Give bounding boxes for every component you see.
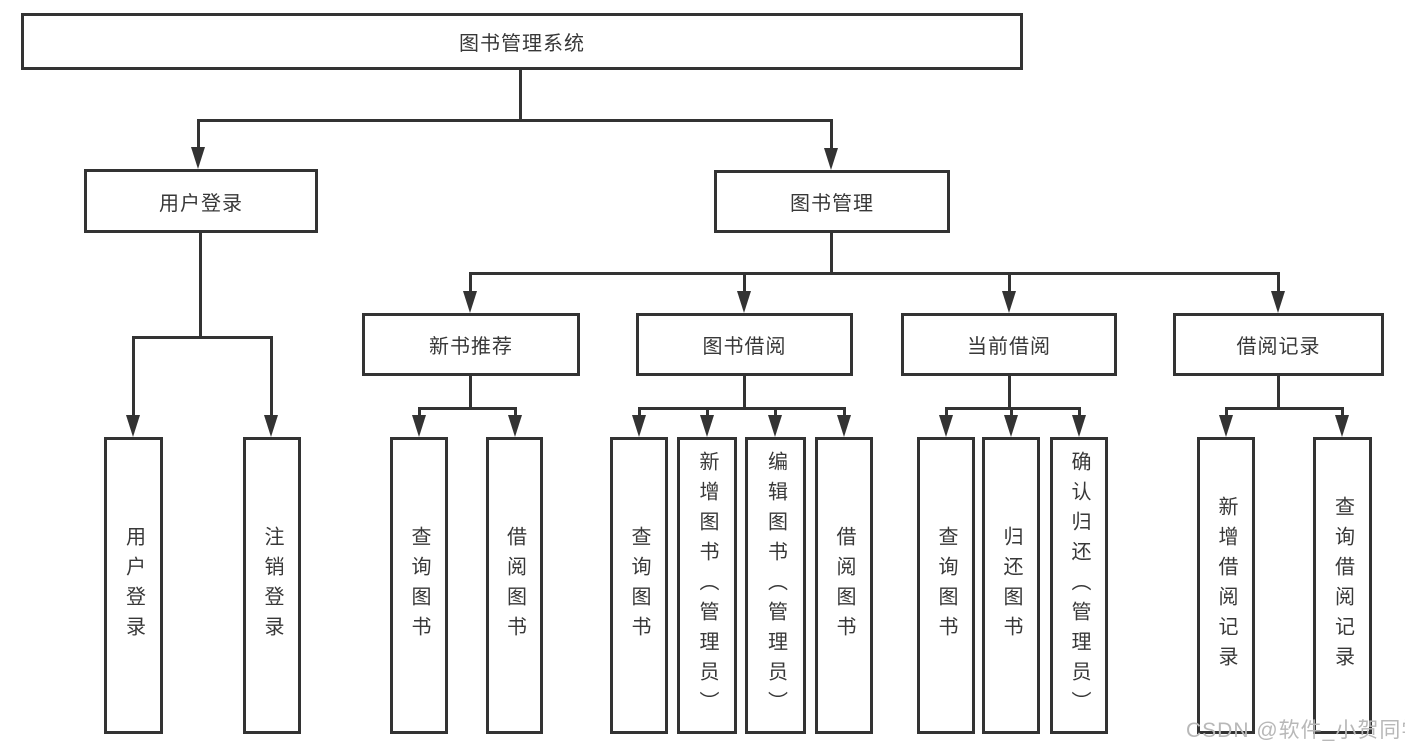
leaf-user-login: 用户登录 xyxy=(104,437,163,734)
connector-line xyxy=(514,407,517,417)
connector-line xyxy=(638,407,641,417)
connector-line xyxy=(197,119,833,122)
leaf-borrow-edit-books-admin: 编辑图书（管理员） xyxy=(745,437,806,734)
leaf-records-query-record: 查询借阅记录 xyxy=(1313,437,1372,734)
connector-arrowhead xyxy=(632,415,646,437)
leaf-newbook-query-books: 查询图书 xyxy=(390,437,448,734)
connector-arrowhead xyxy=(508,415,522,437)
node-new-book-recommend: 新书推荐 xyxy=(362,313,580,376)
connector-arrowhead xyxy=(700,415,714,437)
connector-line xyxy=(1225,407,1343,410)
leaf-borrow-add-books-admin: 新增图书（管理员） xyxy=(677,437,737,734)
connector-line xyxy=(774,407,777,417)
leaf-current-query-books: 查询图书 xyxy=(917,437,975,734)
connector-arrowhead xyxy=(1004,415,1018,437)
connector-line xyxy=(270,336,273,418)
connector-line xyxy=(132,336,135,418)
connector-arrowhead xyxy=(1072,415,1086,437)
connector-line xyxy=(418,407,421,417)
connector-arrowhead xyxy=(737,291,751,313)
connector-arrowhead xyxy=(1002,291,1016,313)
leaf-borrow-query-books: 查询图书 xyxy=(610,437,668,734)
connector-arrowhead xyxy=(412,415,426,437)
connector-line xyxy=(469,376,472,409)
node-current-borrowing: 当前借阅 xyxy=(901,313,1117,376)
node-book-borrowing: 图书借阅 xyxy=(636,313,853,376)
connector-line xyxy=(830,233,833,274)
node-borrowing-records: 借阅记录 xyxy=(1173,313,1384,376)
connector-arrowhead xyxy=(1335,415,1349,437)
leaf-logout: 注销登录 xyxy=(243,437,301,734)
connector-arrowhead xyxy=(463,291,477,313)
connector-line xyxy=(1008,272,1011,293)
node-library-management-system: 图书管理系统 xyxy=(21,13,1023,70)
connector-arrowhead xyxy=(1219,415,1233,437)
connector-line xyxy=(830,119,833,150)
connector-line xyxy=(1277,272,1280,293)
connector-line xyxy=(418,407,516,410)
connector-line xyxy=(469,272,1280,275)
leaf-borrow-borrow-books: 借阅图书 xyxy=(815,437,873,734)
connector-line xyxy=(519,68,522,121)
connector-line xyxy=(843,407,846,417)
connector-line xyxy=(1277,376,1280,409)
connector-arrowhead xyxy=(191,147,205,169)
connector-arrowhead xyxy=(837,415,851,437)
leaf-current-return-books: 归还图书 xyxy=(982,437,1040,734)
connector-line xyxy=(706,407,709,417)
connector-line xyxy=(1008,376,1011,409)
connector-line xyxy=(945,407,948,417)
connector-line xyxy=(132,336,273,339)
connector-line xyxy=(469,272,472,293)
csdn-watermark: CSDN @软件_小贺同学 xyxy=(1186,719,1405,742)
connector-line xyxy=(1078,407,1081,417)
node-book-management-group: 图书管理 xyxy=(714,170,950,233)
connector-arrowhead xyxy=(126,415,140,437)
connector-line xyxy=(1341,407,1344,417)
leaf-newbook-borrow-books: 借阅图书 xyxy=(486,437,543,734)
connector-line xyxy=(199,233,202,338)
connector-line xyxy=(1225,407,1228,417)
connector-arrowhead xyxy=(824,148,838,170)
connector-arrowhead xyxy=(1271,291,1285,313)
connector-line xyxy=(197,119,200,149)
leaf-current-confirm-return-admin: 确认归还（管理员） xyxy=(1050,437,1108,734)
leaf-records-add-record: 新增借阅记录 xyxy=(1197,437,1255,734)
connector-line xyxy=(743,272,746,293)
connector-arrowhead xyxy=(264,415,278,437)
connector-line xyxy=(638,407,846,410)
node-user-login-group: 用户登录 xyxy=(84,169,318,233)
connector-line xyxy=(743,376,746,409)
connector-arrowhead xyxy=(939,415,953,437)
connector-line xyxy=(1010,407,1013,417)
connector-arrowhead xyxy=(768,415,782,437)
